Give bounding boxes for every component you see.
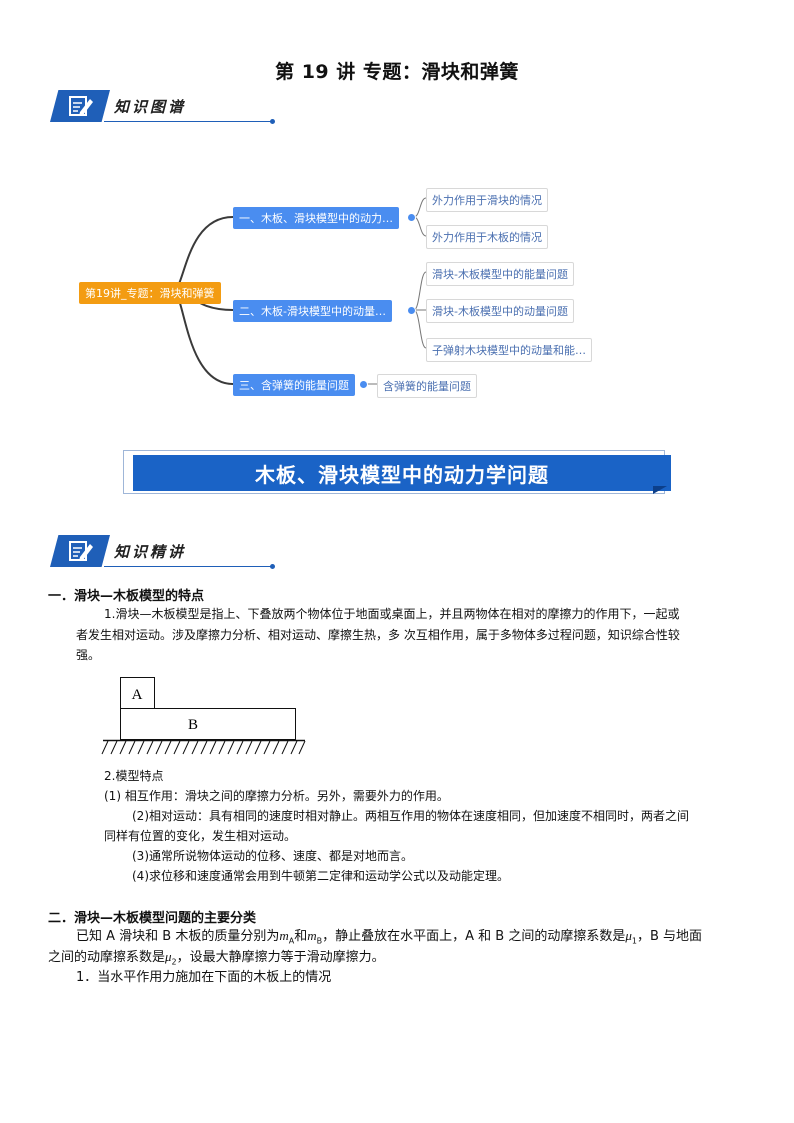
paragraph-line: 已知 A 滑块和 B 木板的质量分别为mA和mB，静止叠放在水平面上，A 和 B… xyxy=(76,925,702,952)
section-label: 知识图谱 xyxy=(114,98,187,116)
text: ，设最大静摩擦力等于滑动摩擦力。 xyxy=(176,950,385,965)
text: ，静止叠放在水平面上，A 和 B 之间的动摩擦系数是 xyxy=(322,929,626,944)
collapse-dot-icon[interactable] xyxy=(407,306,416,315)
mindmap-root[interactable]: 第19讲_专题：滑块和弹簧 xyxy=(79,282,221,304)
text: 已知 A 滑块和 B 木板的质量分别为 xyxy=(76,929,280,944)
mindmap-branch-1[interactable]: 一、木板、滑块模型中的动力… xyxy=(233,207,399,229)
features-title: 2.模型特点 xyxy=(104,769,164,783)
paragraph-line: 1.滑块—木板模型是指上、下叠放两个物体位于地面或桌面上，并且两物体在相对的摩擦… xyxy=(104,607,680,621)
mindmap-leaf[interactable]: 含弹簧的能量问题 xyxy=(377,374,477,398)
part2-heading: 二．滑块—木板模型问题的主要分类 xyxy=(48,911,257,926)
feature-item: 同样有位置的变化，发生相对运动。 xyxy=(104,829,297,843)
block-b-label: B xyxy=(188,717,198,733)
paragraph-line: 者发生相对运动。涉及摩擦力分析、相对运动、摩擦生热，多 次互相作用，属于多物体多… xyxy=(76,628,680,642)
mindmap-leaf[interactable]: 滑块-木板模型中的动量问题 xyxy=(426,299,574,323)
feature-item: (3)通常所说物体运动的位移、速度、都是对地而言。 xyxy=(132,849,414,863)
block-a xyxy=(120,677,155,709)
mindmap-branch-2[interactable]: 二、木板-滑块模型中的动量… xyxy=(233,300,392,322)
collapse-dot-icon[interactable] xyxy=(407,213,416,222)
section-underline xyxy=(104,566,272,567)
subscript: A xyxy=(288,936,295,946)
subscript: B xyxy=(316,936,323,946)
block-diagram: A B xyxy=(101,677,306,755)
mindmap-leaf[interactable]: 子弹射木块模型中的动量和能… xyxy=(426,338,592,362)
ground-hatching xyxy=(101,740,306,755)
notepad-pencil-icon xyxy=(69,96,93,116)
banner-title: 木板、滑块模型中的动力学问题 xyxy=(133,455,671,491)
section-underline-dot xyxy=(270,119,275,124)
paragraph-line: 强。 xyxy=(76,648,101,662)
topic-banner: 木板、滑块模型中的动力学问题 xyxy=(123,450,673,495)
section-label: 知识精讲 xyxy=(114,543,187,561)
section-header-knowledge-explained: 知识精讲 xyxy=(44,535,284,569)
section-underline-dot xyxy=(270,564,275,569)
notepad-pencil-icon xyxy=(69,541,93,561)
text: 之间的动摩擦系数是 xyxy=(48,950,166,965)
symbol-m: m xyxy=(307,928,317,943)
page-title: 第 19 讲 专题：滑块和弹簧 xyxy=(275,61,519,83)
mindmap-leaf[interactable]: 外力作用于滑块的情况 xyxy=(426,188,548,212)
feature-item: (2)相对运动：具有相同的速度时相对静止。两相互作用的物体在速度相同，但加速度不… xyxy=(132,809,690,823)
text: 和 xyxy=(294,929,308,944)
subscript: 2 xyxy=(171,957,177,967)
subscript: 1 xyxy=(631,936,637,946)
mindmap-branch-3[interactable]: 三、含弹簧的能量问题 xyxy=(233,374,355,396)
feature-item: (1) 相互作用：滑块之间的摩擦力分析。另外，需要外力的作用。 xyxy=(104,789,449,803)
section-header-knowledge-map: 知识图谱 xyxy=(44,90,284,124)
collapse-dot-icon[interactable] xyxy=(359,380,368,389)
symbol-mu: μ xyxy=(625,928,632,943)
symbol-m: m xyxy=(279,928,289,943)
block-a-label: A xyxy=(132,687,143,703)
notepad-badge xyxy=(50,535,110,567)
feature-item: (4)求位移和速度通常会用到牛顿第二定律和运动学公式以及动能定理。 xyxy=(132,869,510,883)
text: ，B 与地面 xyxy=(636,929,703,944)
banner-fold xyxy=(653,486,667,494)
paragraph-line: 1．当水平作用力施加在下面的木板上的情况 xyxy=(76,970,332,985)
block-b xyxy=(120,708,296,740)
notepad-badge xyxy=(50,90,110,122)
symbol-mu: μ xyxy=(165,949,172,964)
section-underline xyxy=(104,121,272,122)
paragraph-line: 之间的动摩擦系数是μ2，设最大静摩擦力等于滑动摩擦力。 xyxy=(48,946,385,973)
part1-heading: 一．滑块—木板模型的特点 xyxy=(48,589,205,604)
mindmap-leaf[interactable]: 滑块-木板模型中的能量问题 xyxy=(426,262,574,286)
mindmap-leaf[interactable]: 外力作用于木板的情况 xyxy=(426,225,548,249)
